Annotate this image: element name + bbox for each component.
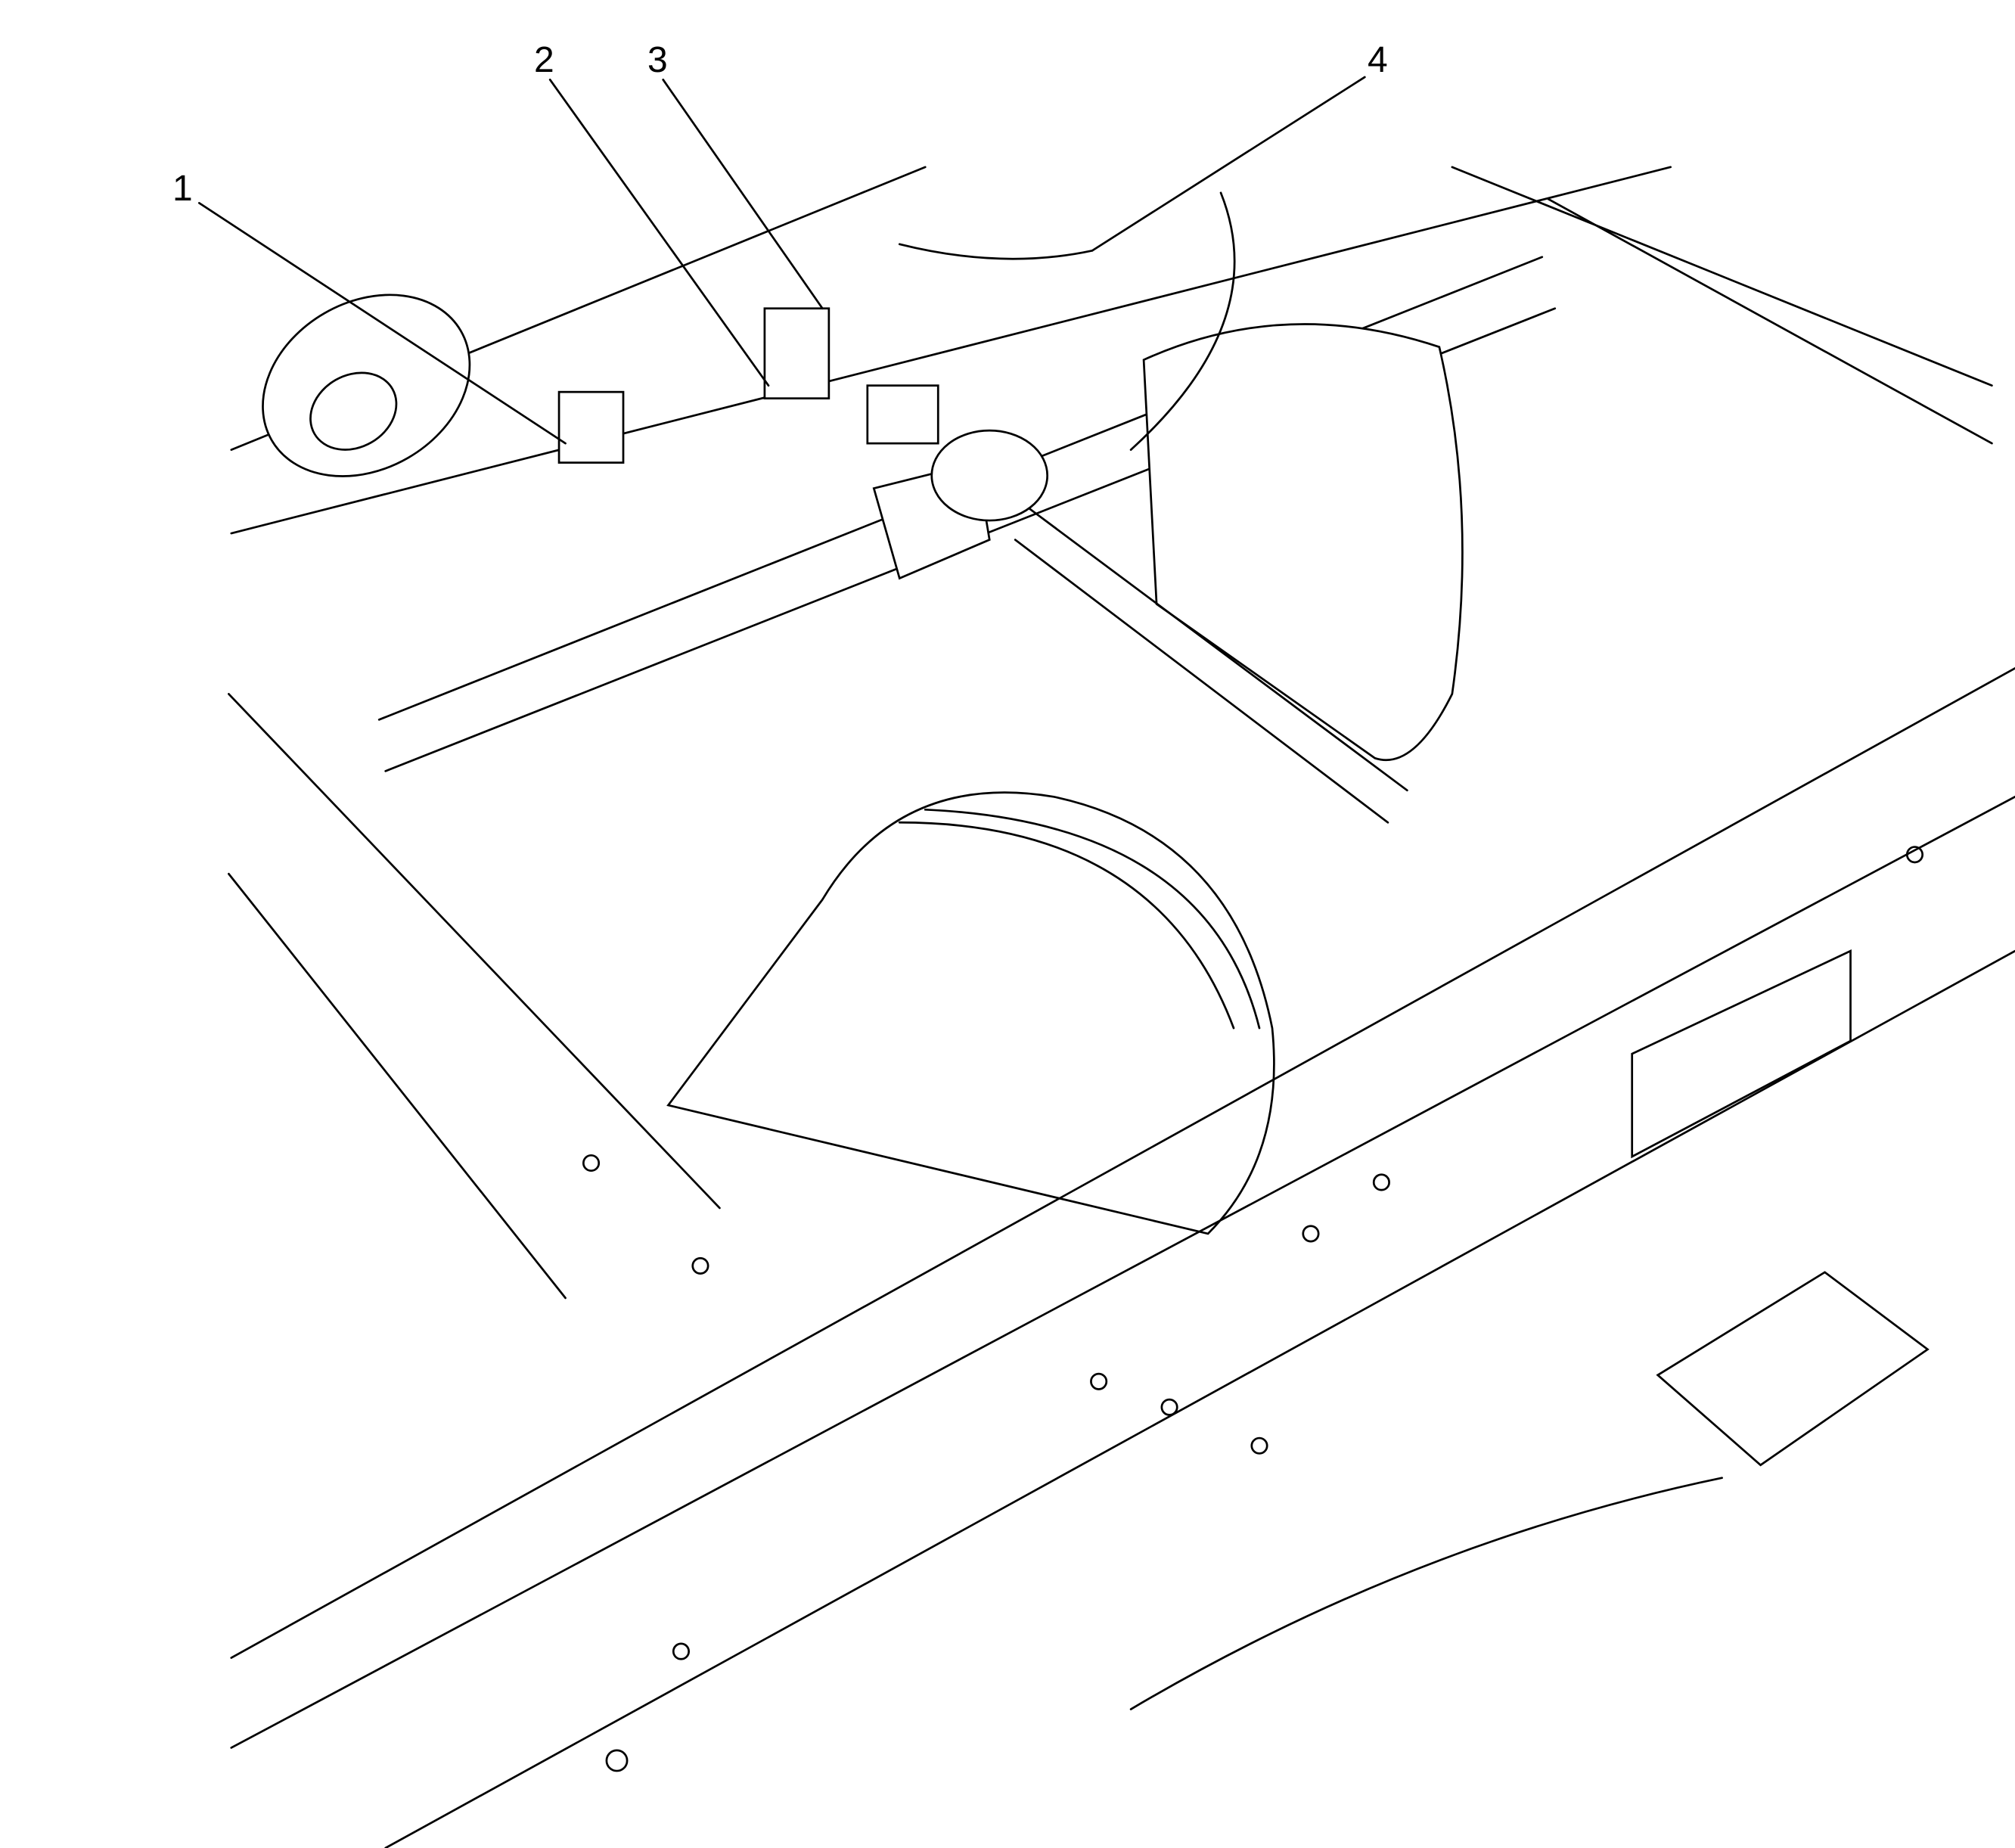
stabilizer-bar	[872, 429, 1408, 824]
callout-1: 1	[172, 169, 193, 209]
leader-line-1	[197, 202, 567, 445]
front-frame-rail	[228, 667, 2015, 1848]
callout-3: 3	[647, 40, 668, 80]
rear-frame-rail	[230, 166, 1993, 772]
callout-2: 2	[534, 40, 554, 80]
air-spring	[1142, 323, 1464, 762]
leader-line-3	[662, 78, 824, 310]
callout-4: 4	[1368, 40, 1388, 80]
axle-housing	[666, 791, 1275, 1235]
callout-leaders	[197, 76, 1366, 445]
frame-holes	[582, 846, 1924, 1772]
leaf-spring	[1129, 1271, 1930, 1710]
leader-line-4	[1091, 76, 1366, 252]
left-wheel-hub	[262, 294, 471, 477]
height-sensor-assembly	[557, 191, 1236, 464]
leader-line-2	[548, 78, 770, 387]
